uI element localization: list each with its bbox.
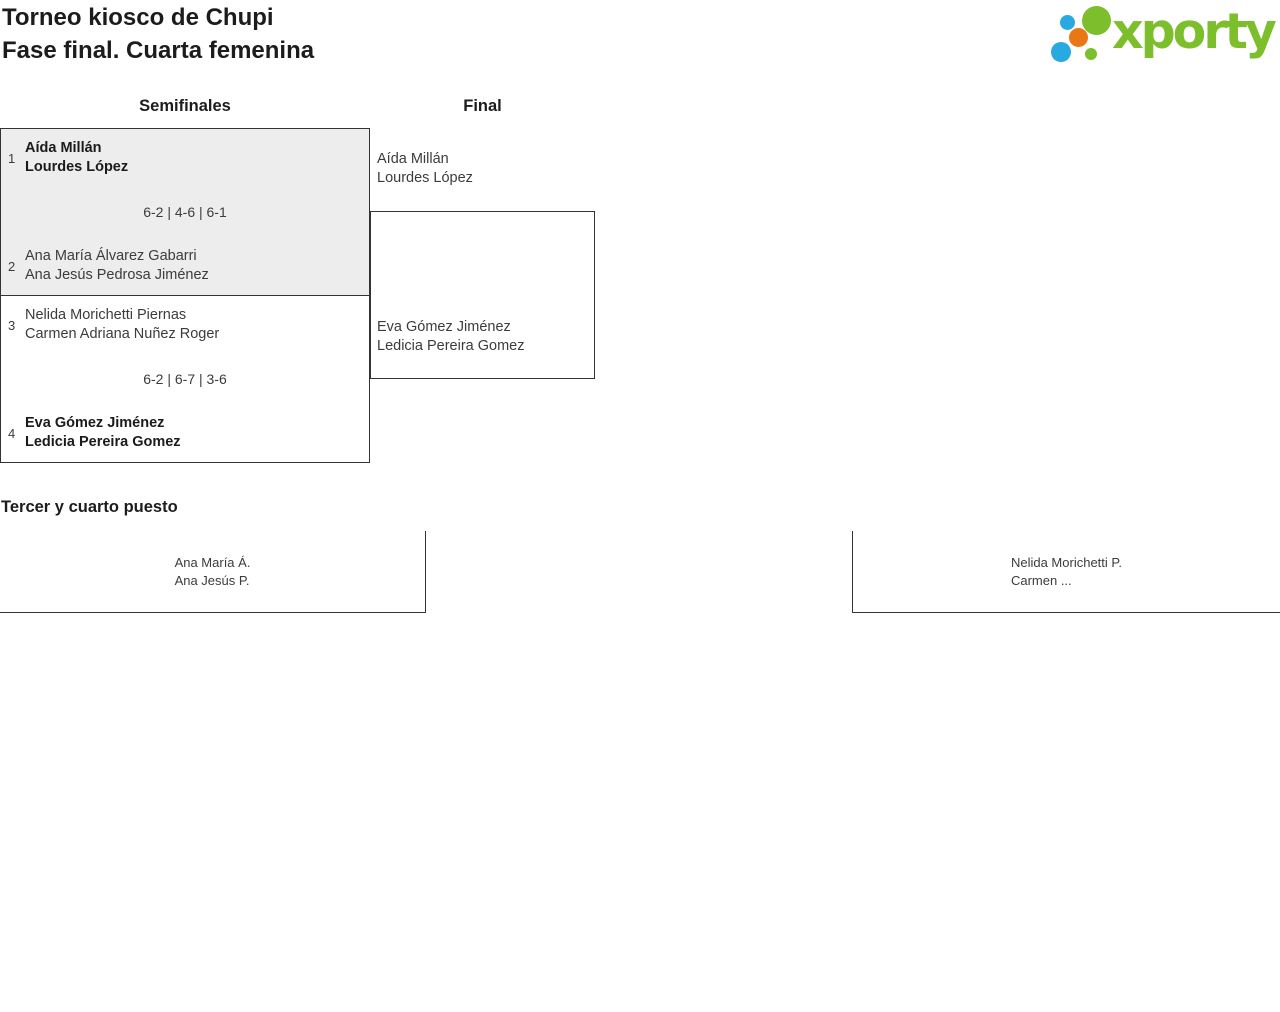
team-players: Nelida Morichetti P. Carmen ... — [1011, 554, 1122, 589]
player-name: Aída Millán — [377, 151, 449, 167]
team-row-seed-4: 4 Eva Gómez Jiménez Ledicia Pereira Gome… — [8, 414, 363, 452]
round-header-semifinals: Semifinales — [139, 97, 231, 115]
player-name: Nelida Morichetti P. — [1010, 555, 1123, 570]
finalist-1: Aída Millán Lourdes López — [377, 150, 473, 188]
player-name: Ana María Á. — [174, 555, 251, 570]
player-name: Ledicia Pereira Gomez — [25, 434, 181, 450]
seed-number: 3 — [8, 317, 16, 333]
final-match-box — [370, 211, 595, 379]
player-name: Ana María Álvarez Gabarri — [25, 248, 197, 264]
player-name: Lourdes López — [377, 170, 473, 186]
third-place-slot-right: Nelida Morichetti P. Carmen ... — [852, 531, 1280, 613]
tournament-name: Torneo kiosco de Chupi — [2, 4, 274, 31]
player-name: Carmen ... — [1010, 572, 1072, 588]
logo-dot-green-small-icon — [1085, 48, 1097, 60]
third-place-slot-left: Ana María Á. Ana Jesús P. — [0, 531, 426, 613]
player-name: Nelida Morichetti Piernas — [25, 307, 187, 323]
seed-number: 2 — [8, 258, 16, 274]
team-players: Eva Gómez Jiménez Ledicia Pereira Gomez — [25, 414, 181, 452]
player-name: Lourdes López — [25, 159, 129, 175]
seed-number: 1 — [8, 150, 16, 166]
third-place-heading: Tercer y cuarto puesto — [1, 498, 178, 516]
team-players: Ana María Á. Ana Jesús P. — [175, 554, 251, 589]
logo-dot-orange-icon — [1069, 28, 1088, 47]
team-players: Nelida Morichetti Piernas Carmen Adriana… — [25, 306, 219, 344]
team-row-seed-1: 1 Aída Millán Lourdes López — [8, 139, 363, 177]
match-score: 6-2 | 6-7 | 3-6 — [143, 371, 227, 387]
phase-name: Fase final. Cuarta femenina — [2, 37, 315, 64]
round-header-final: Final — [463, 97, 502, 115]
team-players: Ana María Álvarez Gabarri Ana Jesús Pedr… — [25, 247, 209, 285]
player-name: Carmen Adriana Nuñez Roger — [25, 326, 220, 342]
player-name: Aída Millán — [25, 140, 102, 156]
page-title: Torneo kiosco de Chupi Fase final. Cuart… — [2, 1, 314, 67]
logo-dot-green-large-icon — [1082, 6, 1111, 35]
player-name: Ledicia Pereira Gomez — [377, 338, 525, 354]
player-name: Ana Jesús P. — [174, 572, 250, 588]
player-name: Ana Jesús Pedrosa Jiménez — [25, 267, 209, 283]
finalist-2: Eva Gómez Jiménez Ledicia Pereira Gomez — [377, 318, 525, 356]
player-name: Eva Gómez Jiménez — [25, 415, 165, 431]
team-row-seed-3: 3 Nelida Morichetti Piernas Carmen Adria… — [8, 306, 363, 344]
team-players: Aída Millán Lourdes López — [25, 139, 128, 177]
seed-number: 4 — [8, 425, 16, 441]
xporty-logo[interactable]: xporty — [1048, 3, 1277, 66]
semifinal-match-1: 1 Aída Millán Lourdes López 6-2 | 4-6 | … — [0, 128, 370, 296]
logo-wordmark: xporty — [1112, 3, 1277, 60]
logo-dot-blue-large-icon — [1051, 42, 1071, 62]
team-row-seed-2: 2 Ana María Álvarez Gabarri Ana Jesús Pe… — [8, 247, 363, 285]
match-score: 6-2 | 4-6 | 6-1 — [143, 204, 227, 220]
semifinal-match-2: 3 Nelida Morichetti Piernas Carmen Adria… — [0, 295, 370, 463]
player-name: Eva Gómez Jiménez — [377, 319, 511, 335]
logo-dot-blue-small-icon — [1060, 15, 1075, 30]
